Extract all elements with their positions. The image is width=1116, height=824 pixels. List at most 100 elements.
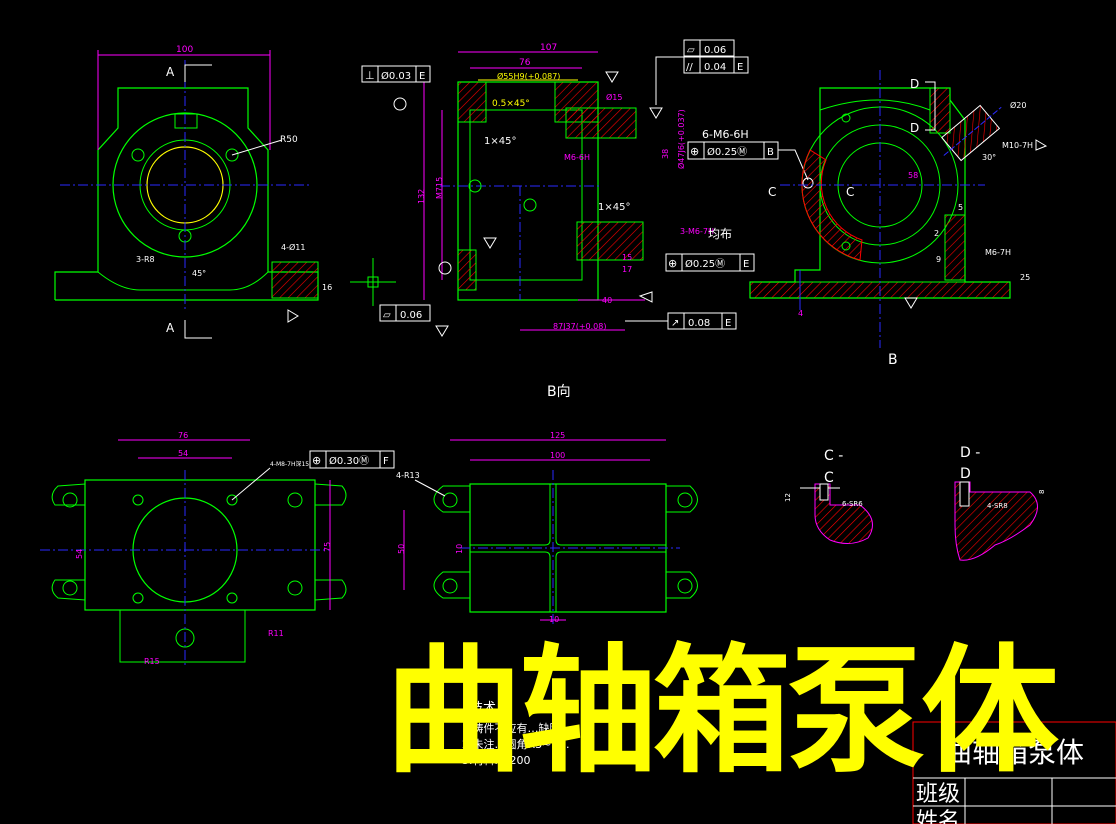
dim-54b: 54	[75, 549, 84, 559]
dim-chamfer-05: 0.5×45°	[492, 99, 530, 109]
tolerance-frame-pos-e: ⊕ Ø0.25Ⓜ E	[665, 253, 755, 272]
tol-run-value: 0.08	[688, 318, 710, 329]
dim-10b: 10	[549, 615, 559, 624]
section-d-line	[925, 81, 936, 131]
tolerance-frame-pos-b: ⊕ Ø0.25Ⓜ B	[687, 141, 779, 160]
detail-cc-label-2: C	[824, 470, 834, 486]
tv-hole-3	[132, 592, 144, 604]
dim-10: 10	[455, 544, 464, 554]
dim-100: 100	[176, 45, 193, 55]
dim-sr6: 6-SR6	[842, 500, 863, 508]
tv-ear-hole-1	[62, 492, 78, 508]
side-hatch-right	[944, 214, 966, 281]
dim-30deg: 30°	[982, 153, 996, 162]
hatch-lower-left	[457, 249, 477, 291]
hole-center	[523, 198, 537, 212]
dim-76b: 76	[178, 431, 188, 440]
dim-r15: R15	[144, 657, 160, 666]
tol-perp-symbol: ⊥	[365, 69, 375, 82]
side-hatch-arc	[801, 149, 863, 261]
title-block-class-label: 班级	[916, 782, 960, 807]
title-block-part-name: 曲轴箱泵体	[944, 736, 1084, 769]
dim-54: 54	[178, 449, 188, 458]
tv-hole-4	[226, 592, 238, 604]
tolerance-frame-flat-left: ▱ 0.06	[379, 304, 431, 322]
tol-par-value: 0.04	[704, 62, 726, 73]
dim-15: 15	[622, 253, 632, 262]
dim-chamfer-1a: 1×45°	[484, 136, 516, 147]
tol-posf-value: Ø0.30Ⓜ	[329, 455, 369, 467]
hatch-boss-right	[565, 107, 637, 139]
dim-d15: Ø15	[606, 92, 622, 102]
tv-ear-hole-3	[287, 492, 303, 508]
dim-3r8: 3-R8	[136, 255, 155, 264]
top-view-left-ears	[51, 483, 86, 601]
tol-posb-value: Ø0.25Ⓜ	[707, 146, 747, 158]
detail-dd-hole	[959, 481, 970, 507]
roughness-symbol-1	[605, 71, 619, 83]
bv-hole-2	[442, 578, 458, 594]
cursor-crosshair	[350, 258, 396, 306]
section-d-mid: D	[910, 121, 919, 135]
side-view: Ø20 M10-7H 30° 58 2 5 9 M6-7H 25 4 D D C…	[749, 70, 1048, 368]
detail-cc-section	[814, 483, 873, 544]
detail-dd-label-2: D	[960, 466, 971, 482]
tol-flatl-symbol: ▱	[383, 310, 391, 321]
dim-chamfer-1b: 1×45°	[598, 202, 630, 213]
dim-9: 9	[936, 255, 941, 264]
dim-2: 2	[934, 229, 939, 238]
tolerance-frame-flat-top: ▱ 0.06	[683, 39, 735, 57]
dim-132: 132	[417, 189, 426, 204]
side-arc-top	[819, 99, 931, 111]
tolerance-frame-perp: ⊥ Ø0.03 E	[361, 65, 431, 83]
dim-thread-note: 3-M6-7H	[680, 227, 714, 236]
leader-r13	[414, 479, 446, 497]
tol-pose-value: Ø0.25Ⓜ	[685, 258, 725, 270]
tol-posf-symbol: ⊕	[312, 454, 321, 467]
section-c-right: C	[846, 185, 854, 199]
detail-cc-label-1: C -	[824, 448, 843, 464]
roughness-symbol-4	[638, 291, 653, 303]
dim-5: 5	[958, 203, 963, 212]
overlay-title: 曲轴箱泵体	[385, 631, 1059, 792]
dim-45deg: 45°	[192, 269, 206, 278]
leader-note-4m	[231, 467, 271, 501]
dim-107: 107	[540, 43, 557, 53]
tol-posf-datum: F	[383, 456, 389, 467]
dim-r11: R11	[268, 629, 284, 638]
flange-outer	[112, 112, 258, 258]
dim-125: 125	[550, 431, 565, 440]
tech-notes-line2: 2.未注…圆角R3~R4.	[462, 737, 570, 751]
leader-frame-top	[655, 56, 684, 105]
tol-posb-datum: B	[767, 147, 774, 158]
tol-perp-value: Ø0.03	[381, 70, 411, 82]
dim-50: 50	[397, 544, 406, 554]
view-b-caption: B向	[547, 384, 571, 400]
dim-76: 76	[519, 58, 531, 68]
dim-12: 12	[784, 493, 792, 502]
tolerance-frame-runout: ↗ 0.08 E	[667, 312, 737, 330]
leader-r50	[231, 139, 283, 156]
text-uniform: 均布	[708, 227, 732, 241]
tolerance-frame-parallel: // 0.04 E	[683, 56, 749, 74]
detail-c-c: C - C 6-SR6 12	[784, 448, 873, 544]
dim-4-d11: 4-Ø11	[281, 242, 305, 252]
top-view-lower-tab	[119, 609, 246, 663]
section-d-top: D	[910, 77, 919, 91]
dim-38: 38	[661, 149, 670, 159]
side-hole-2	[841, 113, 851, 123]
bottom-right-ears	[666, 485, 698, 599]
tech-notes-line3: 3.材料HT200	[462, 753, 530, 767]
dim-sr8: 4-SR8	[987, 502, 1008, 510]
title-block-name-label: 姓名	[916, 809, 960, 824]
roughness-symbol-5	[435, 325, 449, 337]
tol-pose-datum: E	[743, 259, 749, 270]
bolt-hole-1	[131, 148, 145, 162]
tol-par-datum: E	[737, 62, 743, 73]
bv-hole-1	[442, 492, 458, 508]
top-view: 76 54 75 54 4-M8-7H深15 R11 R15	[40, 431, 347, 666]
dim-17: 17	[622, 265, 632, 274]
front-view-boss	[174, 113, 198, 129]
detail-dd-label-1: D -	[960, 445, 980, 461]
